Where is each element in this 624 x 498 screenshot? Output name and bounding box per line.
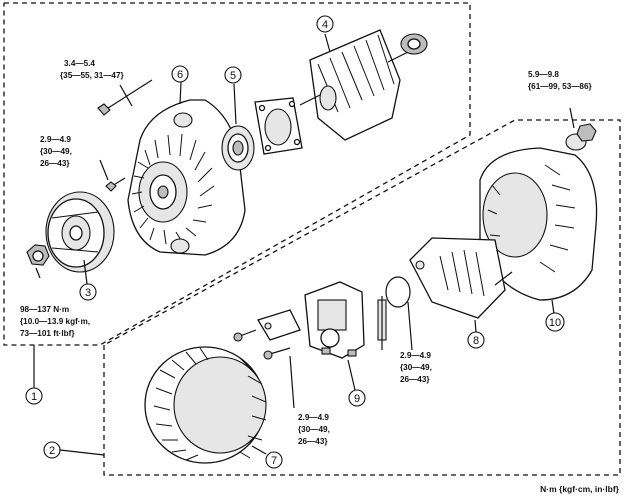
small-bolt-front [105,177,126,192]
torque-line: 26—43} [298,437,328,446]
terminal-plate [257,309,301,341]
torque-rectifier-bolt: 2.9—4.9 {30—49, 26—43} [400,351,432,384]
torque-line: {30—49, [40,147,72,156]
rotor [299,29,409,141]
regulator-bolts [233,329,291,360]
callout-label: 3 [85,287,91,299]
torque-line: 3.4—5.4 [64,59,95,68]
callout-label: 8 [473,335,479,347]
callout-3: 3 [79,283,97,301]
callout-4: 4 [316,15,334,33]
torque-line: 5.9—9.8 [528,70,559,79]
callout-6: 6 [171,65,189,83]
callout-8: 8 [467,331,485,349]
torque-line: 2.9—4.9 [400,351,431,360]
rear-housing [479,147,598,301]
torque-line: 73—101 ft·lbf} [20,329,75,338]
torque-line: {35—55, 31—47} [60,71,125,80]
callout-label: 5 [230,70,236,82]
callout-label: 2 [49,445,55,457]
callout-label: 7 [271,455,277,467]
callout-label: 1 [31,391,37,403]
torque-line: 26—43} [40,159,70,168]
callout-10: 10 [545,312,565,332]
callout-label: 9 [354,393,360,405]
callout-2: 2 [43,441,61,459]
through-bolt [97,79,153,116]
insulator-ring [385,276,411,308]
rear-bearing [400,33,428,55]
torque-line: {61—99, 53—86} [528,82,593,91]
front-bearing [221,125,255,171]
callout-label: 6 [177,69,183,81]
torque-line: {30—49, [298,425,330,434]
torque-line: 2.9—4.9 [40,135,71,144]
callout-5: 5 [224,66,242,84]
front-housing [127,99,246,256]
torque-line: 98—137 N·m [20,305,69,314]
pulley-nut [26,244,50,266]
leader-lines [33,33,575,456]
pulley [45,191,115,273]
torque-pulley-nut: 98—137 N·m {10.0—13.9 kgf·m, 73—101 ft·l… [20,305,90,338]
brush [377,296,387,350]
callout-7: 7 [265,451,283,469]
callout-9: 9 [348,389,366,407]
torque-line: 2.9—4.9 [298,413,329,422]
torque-rear-nut: 5.9—9.8 {61—99, 53—86} [528,70,593,91]
torque-line: 26—43} [400,375,430,384]
torque-regulator-bolt: 2.9—4.9 {30—49, 26—43} [298,413,330,446]
torque-shaft-bolt: 3.4—5.4 {35—55, 31—47} [60,59,125,80]
voltage-regulator [304,281,365,359]
torque-line: {10.0—13.9 kgf·m, [20,317,90,326]
bearing-retainer-plate [254,97,303,155]
callout-1: 1 [25,387,43,405]
units-note: N·m {kgf·cm, in·lbf} [540,484,620,494]
rear-nut [565,123,597,151]
torque-upper-bolt: 2.9—4.9 {30—49, 26—43} [40,135,72,168]
rectifier [409,237,513,319]
front-group-boundary [3,2,471,346]
torque-line: {30—49, [400,363,432,372]
callout-label: 10 [549,317,561,329]
rear-group-boundary [103,119,621,476]
stator [144,346,267,464]
callout-label: 4 [322,19,328,31]
